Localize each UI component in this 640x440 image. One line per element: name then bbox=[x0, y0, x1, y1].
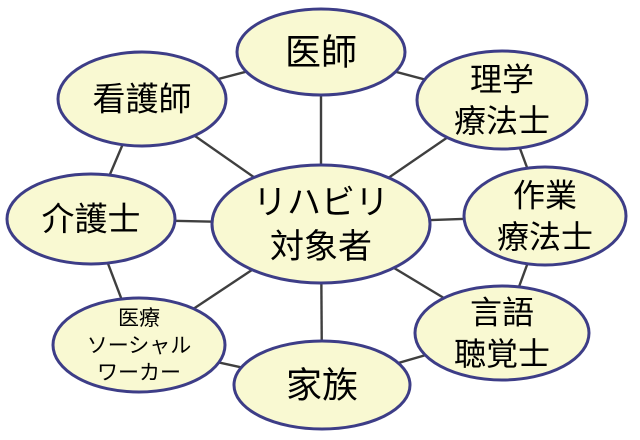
node-rehab-target-label: リハビリ対象者 bbox=[253, 184, 389, 266]
node-occupational-therapist-label: 作業療法士 bbox=[497, 177, 593, 255]
node-medical-social-worker-label: 医療ソーシャルワーカー bbox=[87, 307, 192, 385]
node-doctor-label: 医師 bbox=[285, 32, 357, 73]
node-rehab-target-ellipse bbox=[210, 163, 432, 285]
node-physical-therapist: 理学療法士 bbox=[415, 49, 589, 151]
node-nurse-ellipse bbox=[56, 50, 228, 148]
node-speech-therapist-ellipse bbox=[413, 284, 591, 382]
node-rehab-target: リハビリ対象者 bbox=[210, 163, 432, 285]
node-doctor-ellipse bbox=[235, 7, 407, 97]
node-physical-therapist-label: 理学療法士 bbox=[454, 61, 550, 139]
node-family: 家族 bbox=[232, 339, 412, 431]
node-speech-therapist-label: 言語聴覚士 bbox=[454, 294, 550, 372]
node-medical-social-worker: 医療ソーシャルワーカー bbox=[51, 296, 227, 394]
node-nurse: 看護師 bbox=[56, 50, 228, 148]
node-doctor: 医師 bbox=[235, 7, 407, 97]
node-care-worker-ellipse bbox=[5, 172, 177, 266]
node-family-ellipse bbox=[232, 339, 412, 431]
node-occupational-therapist: 作業療法士 bbox=[462, 165, 628, 267]
node-physical-therapist-ellipse bbox=[415, 49, 589, 151]
node-care-worker: 介護士 bbox=[5, 172, 177, 266]
node-nurse-label: 看護師 bbox=[93, 81, 192, 118]
node-medical-social-worker-ellipse bbox=[51, 296, 227, 394]
node-occupational-therapist-ellipse bbox=[462, 165, 628, 267]
node-family-label: 家族 bbox=[286, 365, 358, 406]
node-speech-therapist: 言語聴覚士 bbox=[413, 284, 591, 382]
node-care-worker-label: 介護士 bbox=[42, 201, 141, 238]
